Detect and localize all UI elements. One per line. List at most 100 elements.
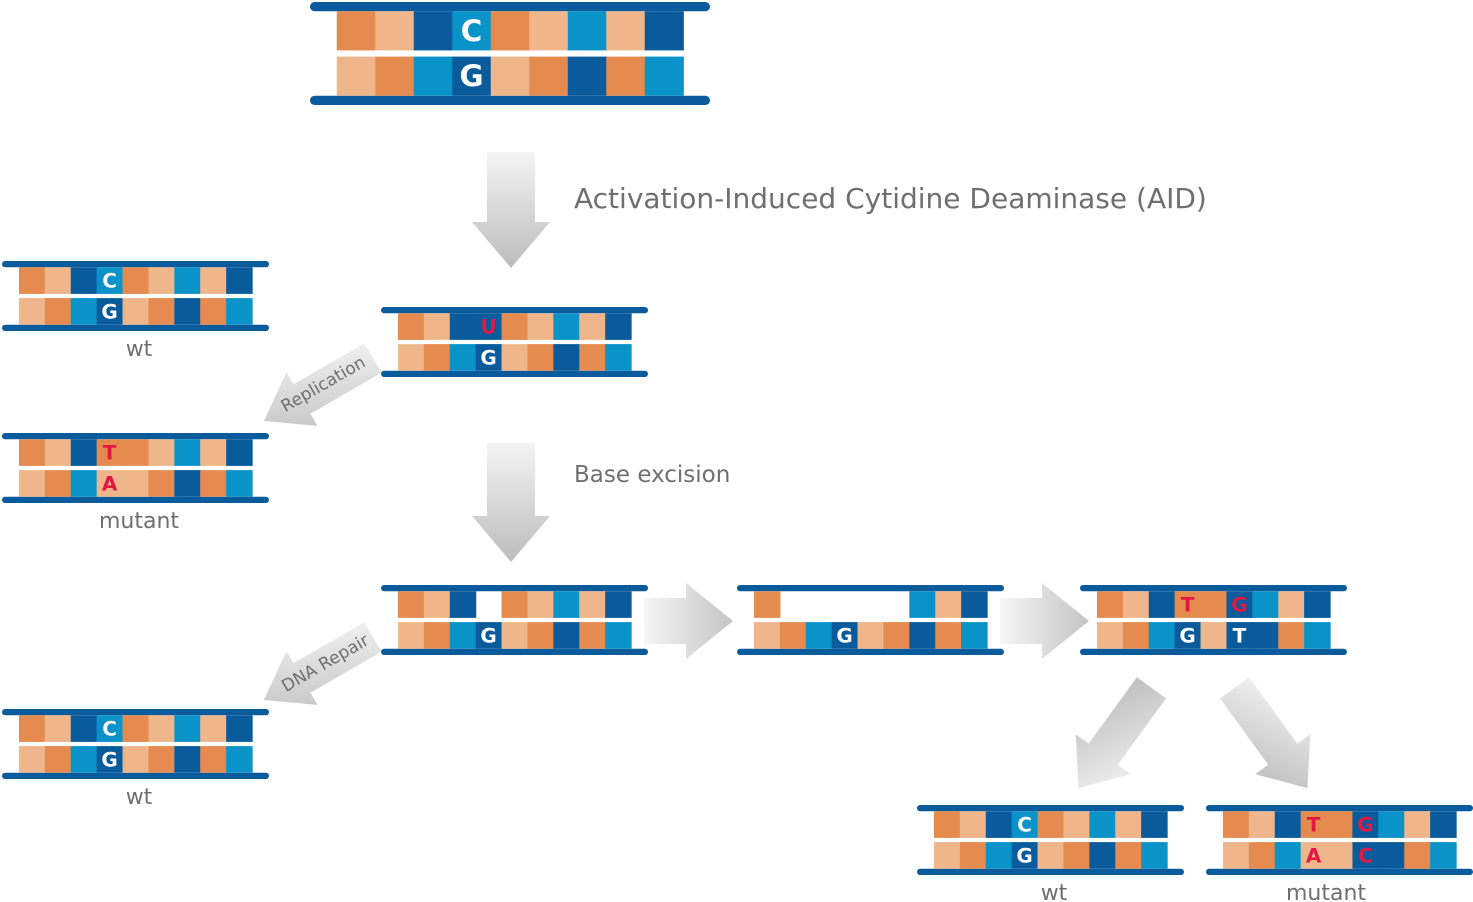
gap-arrow <box>644 583 733 659</box>
base-top-1 <box>1248 811 1276 838</box>
base-bottom-0 <box>18 746 46 773</box>
base-top-3 <box>1300 811 1328 838</box>
backbone-bottom <box>2 324 269 331</box>
base-top-5 <box>148 439 175 466</box>
base-top-4 <box>501 591 529 618</box>
backbone-top <box>737 585 1004 592</box>
base-bottom-6 <box>909 622 936 649</box>
base-bottom-0 <box>1222 842 1250 869</box>
dna-wt-top: CG <box>2 261 269 331</box>
base-letter-u: U <box>480 315 496 339</box>
backbone-top <box>2 261 269 268</box>
base-bottom-2 <box>70 298 98 325</box>
backbone-bottom <box>1206 868 1473 875</box>
base-top-5 <box>1226 591 1253 618</box>
base-bottom-0 <box>397 344 425 371</box>
base-letter-c: C <box>1017 813 1032 837</box>
base-bottom-7 <box>200 470 227 497</box>
base-bottom-6 <box>567 56 607 96</box>
base-top-6 <box>1252 591 1279 618</box>
base-top-7 <box>200 267 227 294</box>
base-top-3 <box>96 439 124 466</box>
base-bottom-0 <box>336 56 376 96</box>
base-top-4 <box>122 715 150 742</box>
base-top-0 <box>18 439 46 466</box>
base-top-3 <box>96 715 124 742</box>
backbone-top <box>310 2 710 12</box>
dna-repair-arrow <box>263 622 382 705</box>
base-bottom-0 <box>1096 622 1124 649</box>
base-bottom-2 <box>449 622 477 649</box>
base-top-3 <box>96 267 124 294</box>
base-top-6 <box>174 439 201 466</box>
base-top-2 <box>70 267 98 294</box>
base-top-5 <box>529 11 569 51</box>
backbone-bottom <box>381 370 648 377</box>
base-top-7 <box>606 11 646 51</box>
base-top-5 <box>1063 811 1090 838</box>
base-bottom-3 <box>1011 842 1039 869</box>
base-bottom-5 <box>1063 842 1090 869</box>
base-bottom-4 <box>490 56 530 96</box>
base-top-1 <box>44 267 72 294</box>
base-excision-label: Base excision <box>574 462 730 488</box>
base-top-0 <box>336 11 376 51</box>
aid-arrow <box>472 152 550 268</box>
base-top-7 <box>200 439 227 466</box>
base-top-8 <box>1141 811 1168 838</box>
base-top-1 <box>423 591 451 618</box>
base-bottom-0 <box>753 622 781 649</box>
base-bottom-8 <box>644 56 684 96</box>
backbone-top <box>2 433 269 440</box>
aid-label: Activation-Induced Cytidine Deaminase (A… <box>574 182 1207 215</box>
base-bottom-6 <box>553 622 580 649</box>
base-top-6 <box>553 313 580 340</box>
base-bottom-6 <box>553 344 580 371</box>
base-letter-g: G <box>480 623 496 647</box>
base-top-6 <box>174 715 201 742</box>
base-top-8 <box>961 591 988 618</box>
base-bottom-3 <box>475 622 503 649</box>
base-top-8 <box>226 267 253 294</box>
base-bottom-1 <box>375 56 415 96</box>
base-bottom-8 <box>1304 622 1331 649</box>
base-bottom-2 <box>70 470 98 497</box>
dna-wt-bottom: CG <box>917 805 1184 875</box>
base-top-8 <box>1430 811 1457 838</box>
base-bottom-3 <box>96 470 124 497</box>
base-top-7 <box>1115 811 1142 838</box>
backbone-top <box>1080 585 1347 592</box>
base-letter-c: C <box>102 717 117 741</box>
base-bottom-6 <box>174 470 201 497</box>
backbone-top <box>1206 805 1473 812</box>
backbone-bottom <box>737 648 1004 655</box>
base-top-0 <box>933 811 961 838</box>
base-bottom-5 <box>527 622 554 649</box>
base-bottom-3 <box>96 298 124 325</box>
base-top-0 <box>397 591 425 618</box>
base-top-4 <box>122 439 150 466</box>
base-bottom-8 <box>1141 842 1168 869</box>
base-top-8 <box>226 439 253 466</box>
base-top-3 <box>452 11 492 51</box>
wt-label-top: wt <box>126 337 153 362</box>
base-top-1 <box>423 313 451 340</box>
base-top-8 <box>605 313 632 340</box>
backbone-top <box>917 805 1184 812</box>
base-top-1 <box>1122 591 1150 618</box>
backbone-top <box>2 709 269 716</box>
base-top-5 <box>527 591 554 618</box>
base-letter-a: A <box>1306 843 1322 867</box>
base-bottom-8 <box>226 298 253 325</box>
base-top-5 <box>527 313 554 340</box>
backbone-top <box>381 585 648 592</box>
base-top-0 <box>18 715 46 742</box>
base-bottom-2 <box>1148 622 1176 649</box>
backbone-bottom <box>310 95 710 105</box>
base-bottom-7 <box>1278 622 1305 649</box>
backbone-bottom <box>917 868 1184 875</box>
base-bottom-1 <box>44 470 72 497</box>
base-bottom-0 <box>18 470 46 497</box>
dna-original: CG <box>310 2 710 105</box>
